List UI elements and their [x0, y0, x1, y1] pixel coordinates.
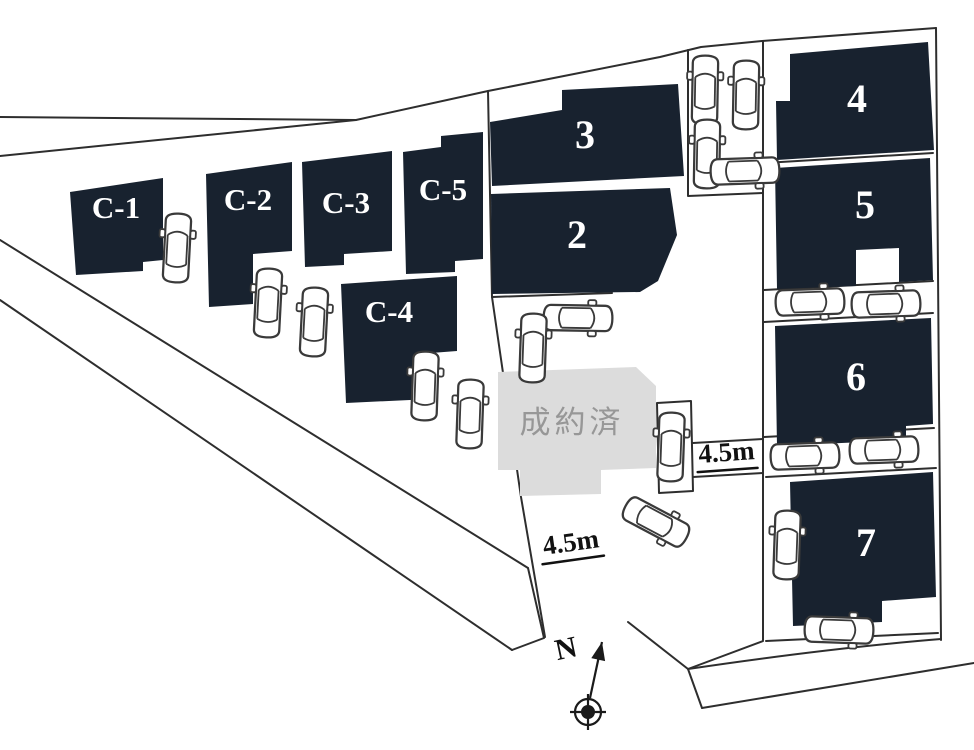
road-line — [0, 299, 513, 651]
road-outlines — [0, 27, 974, 709]
lot-6-label: 6 — [846, 354, 866, 399]
road-line — [687, 640, 764, 709]
car-icon — [449, 377, 491, 451]
road-line — [935, 27, 942, 641]
lot-c4-label: C-4 — [365, 294, 413, 329]
lots — [70, 42, 936, 626]
car-icon — [292, 285, 336, 359]
lot-3-shape — [490, 84, 684, 186]
lot-c1-shape — [70, 178, 163, 275]
lot-c1-label: C-1 — [92, 190, 140, 225]
lot-5-shape — [775, 158, 933, 289]
lot-7-label: 7 — [856, 520, 876, 565]
road-line — [701, 662, 974, 709]
road-line — [0, 116, 357, 121]
lot-c2-label: C-2 — [224, 182, 272, 217]
road-line — [687, 49, 764, 197]
north-arrow-icon: N — [552, 630, 606, 730]
car-icon — [685, 54, 725, 126]
lot-4-shape — [776, 42, 934, 160]
lot-c3-label: C-3 — [322, 185, 370, 220]
car-icon — [726, 59, 766, 131]
car-icon — [155, 211, 199, 285]
lot-sold-shape — [498, 367, 656, 496]
lot-3-label: 3 — [575, 112, 595, 157]
road-line — [687, 638, 942, 670]
car-icon — [542, 298, 614, 338]
lot-2-shape — [491, 188, 677, 294]
compass-arrowhead — [591, 642, 606, 662]
lot-c3-shape — [302, 151, 392, 267]
dimension-line — [541, 554, 606, 566]
lot-4-label: 4 — [847, 76, 867, 121]
road-line — [692, 438, 764, 444]
lot-sold-label: 成約済 — [520, 405, 625, 440]
road-line — [763, 152, 934, 164]
road-line — [511, 567, 545, 651]
road-line — [0, 239, 529, 569]
north-label: N — [552, 630, 580, 667]
lot-6-shape — [775, 318, 933, 446]
dimension-line — [696, 466, 759, 474]
lot-c5-label: C-5 — [419, 172, 467, 207]
lot-c5-shape — [403, 132, 483, 274]
lot-7-shape — [790, 472, 936, 626]
lot-2-label: 2 — [567, 212, 587, 257]
road-width-label: 4.5m — [697, 435, 756, 469]
car-icon — [849, 283, 923, 325]
road-line — [765, 467, 937, 478]
car-icon — [246, 266, 290, 340]
road-line — [491, 292, 613, 298]
car-icon — [616, 488, 696, 556]
lot-5-label: 5 — [855, 182, 875, 227]
road-line — [692, 472, 764, 478]
lot-c2-shape — [206, 162, 292, 307]
road-width-label: 4.5m — [541, 523, 601, 561]
road-line — [627, 621, 689, 670]
lot-labels: C-1 C-2 C-3 C-4 C-5 2 3 4 5 6 7 成約済 — [92, 76, 876, 565]
